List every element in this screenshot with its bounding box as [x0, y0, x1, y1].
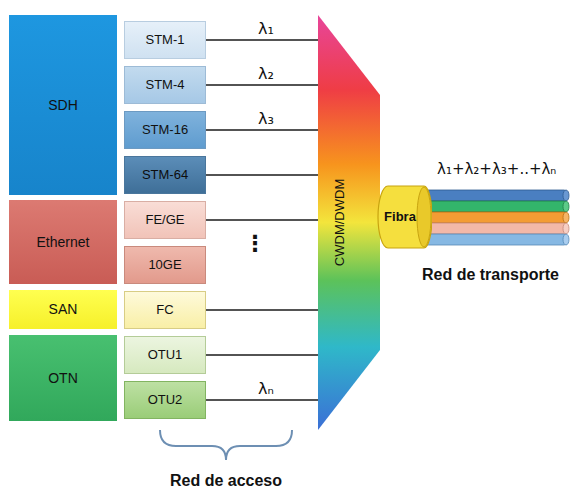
signal-box: STM-64: [124, 156, 206, 194]
box-label: SAN: [49, 301, 78, 317]
strand-end: [563, 212, 569, 223]
fiber-cylinder: Fibra: [376, 182, 432, 252]
fiber-strand: [420, 234, 566, 245]
group-box: SAN: [8, 289, 118, 330]
box-label: STM-64: [142, 168, 188, 183]
signal-box: STM-16: [124, 111, 206, 149]
signal-box: FE/GE: [124, 201, 206, 239]
box-label: STM-4: [146, 78, 185, 93]
wavelength-label: λ₁: [258, 19, 274, 38]
signal-box: 10GE: [124, 246, 206, 284]
box-label: SDH: [48, 97, 78, 113]
fiber-strand: [420, 201, 566, 212]
box-label: 10GE: [148, 258, 181, 273]
strand-end: [563, 201, 569, 212]
wavelength-label: λ₂: [258, 64, 274, 83]
access-bracket: [160, 430, 292, 460]
wavelength-sum: λ₁+λ₂+λ₃+..+λₙ: [437, 161, 556, 178]
signal-box: FC: [124, 291, 206, 329]
group-box: Ethernet: [8, 199, 118, 285]
multiplexer-outline: [318, 15, 380, 430]
fiber-strands: [420, 190, 569, 245]
signal-box: STM-1: [124, 21, 206, 59]
fiber-strand: [420, 190, 566, 201]
box-label: FE/GE: [145, 213, 184, 228]
signal-line: [206, 399, 318, 401]
signal-line: [206, 129, 318, 131]
section-label: Red de transporte: [422, 266, 559, 284]
signal-line: [206, 309, 318, 311]
wavelength-label: λ₃: [258, 109, 274, 128]
fiber-strand: [420, 223, 566, 234]
fiber-end: [417, 187, 431, 247]
wavelength-label: λₙ: [258, 379, 274, 398]
box-label: OTU2: [148, 393, 183, 408]
multiplexer-label: CWDM/DWDM: [334, 179, 349, 266]
signal-line: [206, 84, 318, 86]
section-label: Red de acceso: [170, 472, 282, 490]
multiplexer-trapezoid: [318, 15, 380, 430]
signal-box: STM-4: [124, 66, 206, 104]
box-label: OTU1: [148, 348, 183, 363]
multiplexer-shape: CWDM/DWDM: [318, 15, 380, 430]
box-label: STM-1: [146, 33, 185, 48]
box-label: STM-16: [142, 123, 188, 138]
continuation-dots: ⋮: [244, 232, 266, 256]
strand-end: [563, 190, 569, 201]
box-label: FC: [156, 303, 173, 318]
group-box: OTN: [8, 334, 118, 422]
signal-line: [206, 174, 318, 176]
fiber-label: Fibra: [384, 210, 416, 225]
box-label: OTN: [48, 370, 78, 386]
signal-box: OTU2: [124, 381, 206, 419]
signal-box: OTU1: [124, 336, 206, 374]
strand-end: [563, 234, 569, 245]
group-box: SDH: [8, 14, 118, 196]
box-label: Ethernet: [37, 234, 90, 250]
signal-line: [206, 219, 318, 221]
signal-line: [206, 354, 318, 356]
signal-line: [206, 39, 318, 41]
fiber-body: [378, 186, 432, 248]
fiber-strand: [420, 212, 566, 223]
strand-end: [563, 223, 569, 234]
